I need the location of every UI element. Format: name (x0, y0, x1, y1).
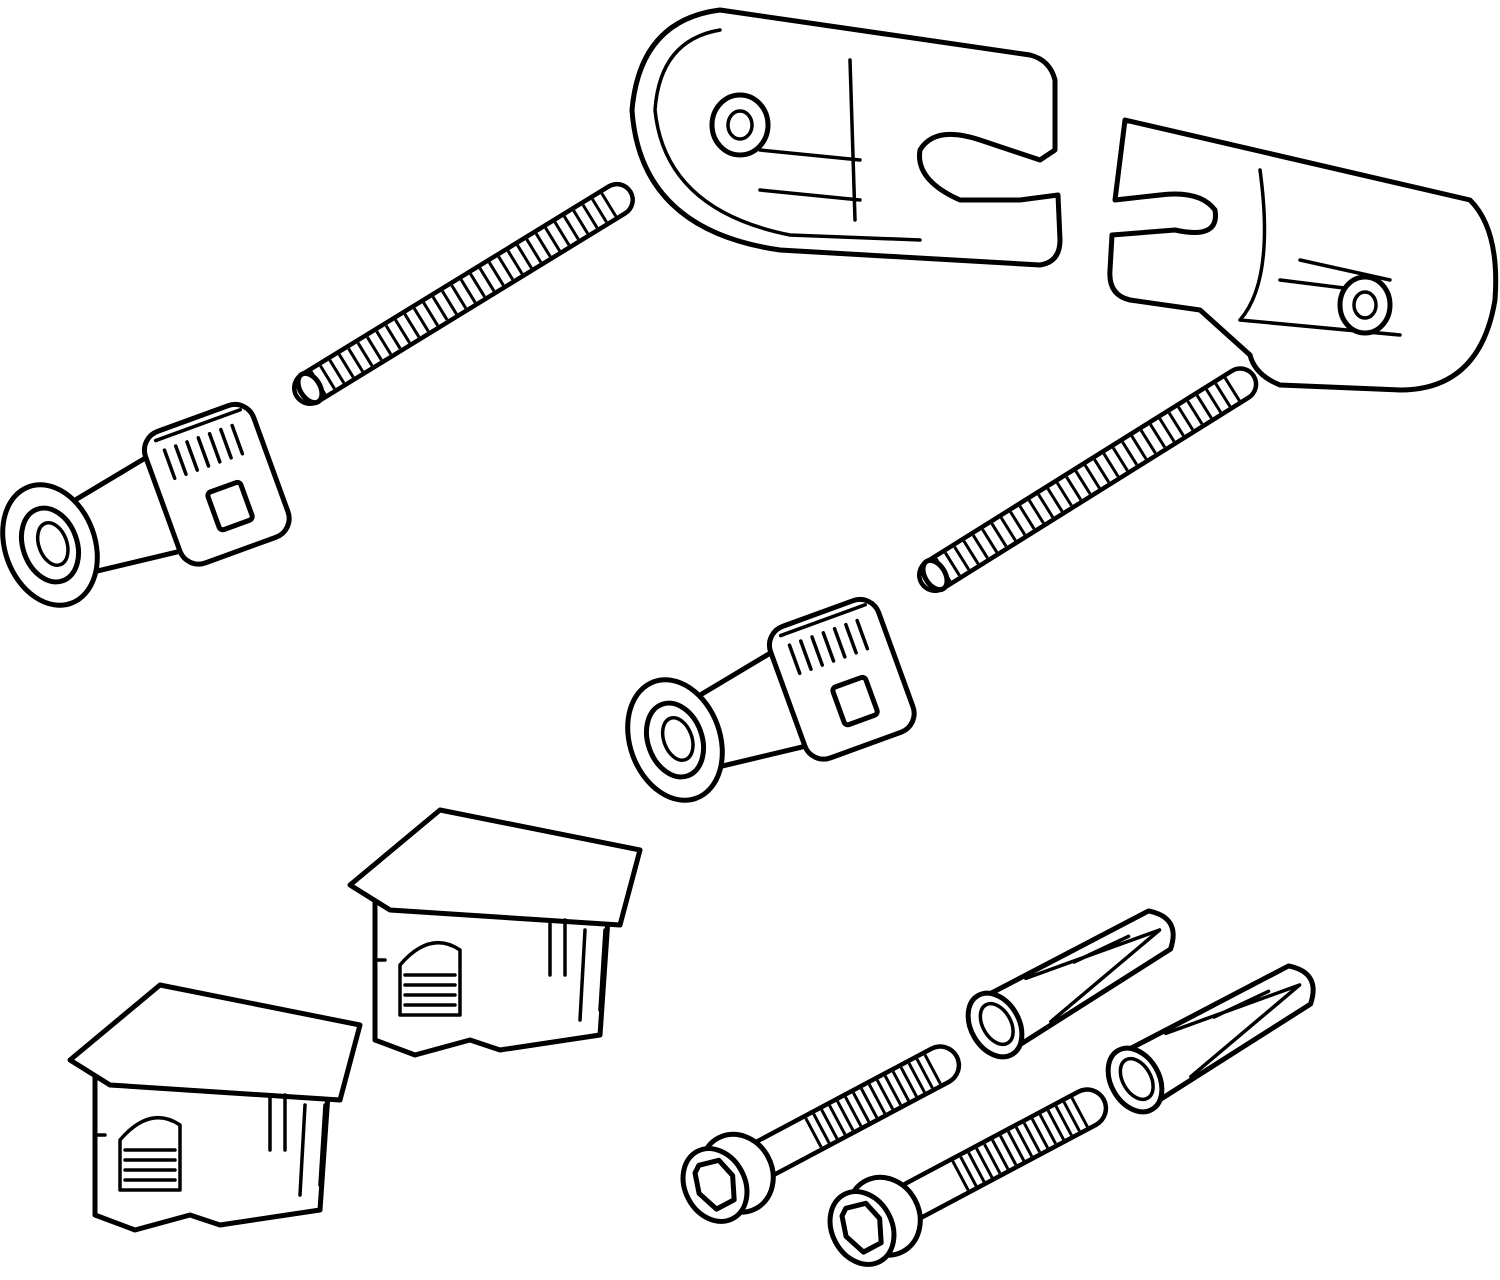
threaded-rod-left (293, 186, 625, 407)
square-cap-back (350, 810, 640, 1055)
threaded-rod-right (918, 371, 1249, 594)
square-cap-front (70, 985, 360, 1230)
mounting-bracket-left (629, 7, 1063, 268)
mounting-bracket-right (1107, 117, 1499, 393)
flanged-anchor-left (0, 399, 295, 626)
flanged-anchor-right (609, 594, 920, 821)
